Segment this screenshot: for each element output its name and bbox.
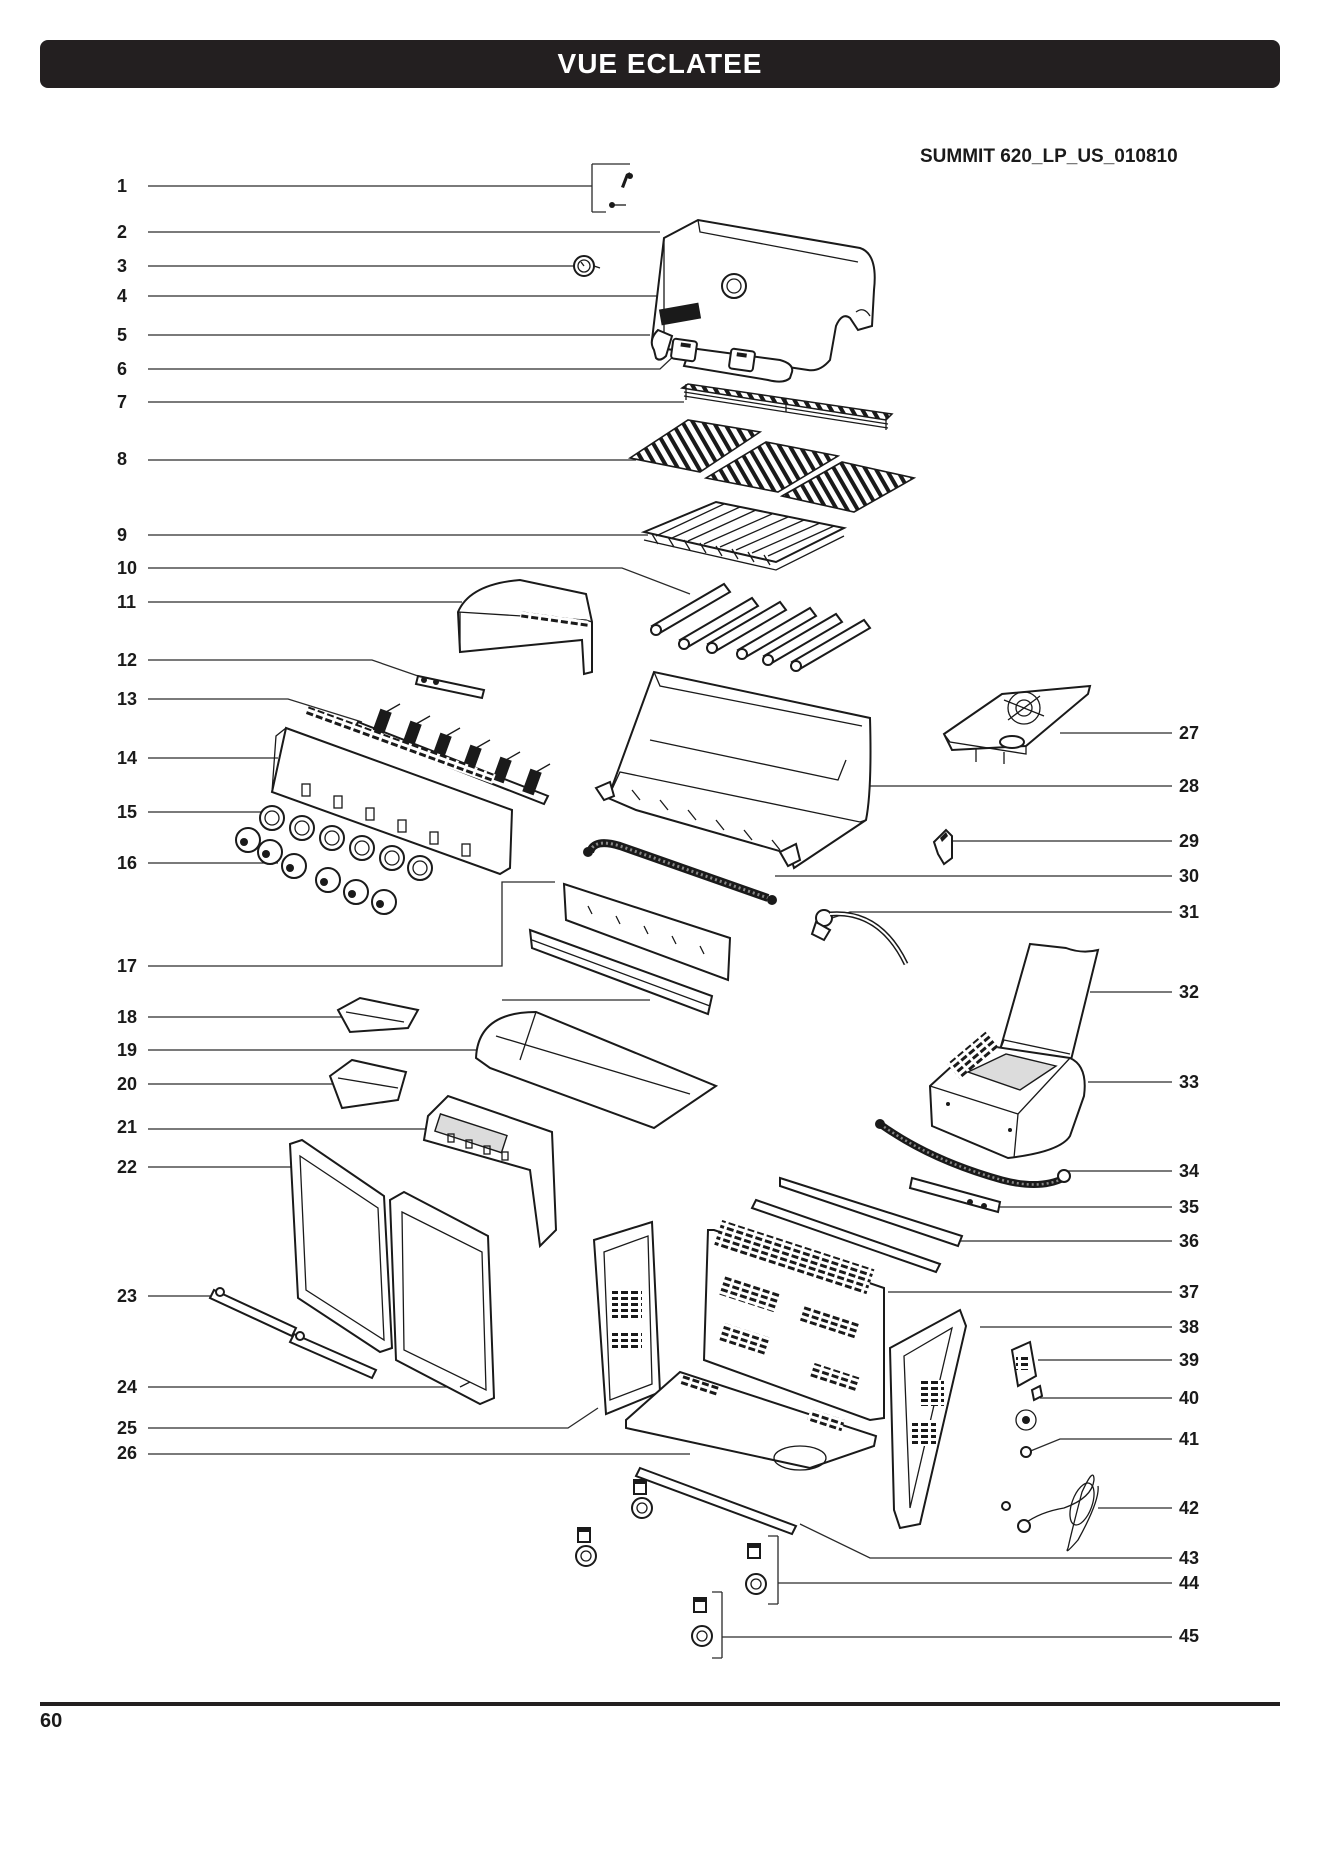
callout-11: 11 [117,592,136,612]
callout-20: 20 [117,1074,137,1094]
part-17-rails [530,884,730,1014]
part-29-ignitor [934,830,952,864]
part-45-caster [692,1598,712,1646]
page-number: 60 [40,1710,62,1733]
callout-6: 6 [117,359,127,379]
part-32-side-lid [1000,944,1098,1064]
right-callout-labels: 27 28 29 30 31 32 33 34 35 36 37 38 39 4… [1179,723,1199,1646]
callout-35: 35 [1179,1197,1199,1217]
part-7-warming-rack [682,384,892,430]
callout-9: 9 [117,525,127,545]
part-19-bottom-tray [476,1012,716,1128]
callout-24: 24 [117,1377,137,1397]
part-11-heat-shield [458,580,592,674]
part-25-left-frame [594,1222,660,1414]
part-41-button [1002,1447,1031,1510]
callout-4: 4 [117,286,127,306]
part-39-ignitor-box [1012,1342,1036,1386]
part-4-bezel [722,274,746,298]
callout-10: 10 [117,558,137,578]
callout-45: 45 [1179,1626,1199,1646]
part-43-front-rail [636,1468,796,1534]
callout-41: 41 [1179,1429,1199,1449]
callout-18: 18 [117,1007,137,1027]
callout-38: 38 [1179,1317,1199,1337]
part-9-flavorizer-bars [644,502,844,570]
callout-27: 27 [1179,723,1199,743]
callout-22: 22 [117,1157,137,1177]
callout-40: 40 [1179,1388,1199,1408]
callout-16: 16 [117,853,137,873]
callout-8: 8 [117,449,127,469]
callout-33: 33 [1179,1072,1199,1092]
callout-14: 14 [117,748,137,768]
callout-25: 25 [117,1418,137,1438]
part-38-right-frame [890,1310,966,1528]
callout-21: 21 [117,1117,137,1137]
part-30-hose [583,843,777,905]
part-12-bracket [416,676,484,698]
left-callout-labels: 1 2 3 4 5 6 7 8 9 10 11 12 13 14 15 16 1… [117,176,137,1463]
part-28-cookbox [596,672,871,868]
callout-39: 39 [1179,1350,1199,1370]
part-10-burner-tubes [651,584,870,671]
callout-17: 17 [117,956,137,976]
callout-19: 19 [117,1040,137,1060]
callout-5: 5 [117,325,127,345]
part-44-casters [576,1480,766,1594]
part-40-ignitor-wire [1016,1386,1042,1430]
exploded-view-diagram: 1 2 3 4 5 6 7 8 9 10 11 12 13 14 15 16 1… [0,0,1324,1700]
callout-1: 1 [117,176,127,196]
part-31-side-valve [812,910,906,964]
callout-3: 3 [117,256,127,276]
footer-rule [40,1702,1280,1706]
part-8-cooking-grates [630,420,914,512]
part-3-thermometer [574,256,600,276]
callout-2: 2 [117,222,127,242]
callout-15: 15 [117,802,137,822]
callout-42: 42 [1179,1498,1199,1518]
part-22-doors [290,1140,494,1404]
callout-34: 34 [1179,1161,1199,1181]
part-20-catch-pan [330,1060,406,1108]
callout-31: 31 [1179,902,1199,922]
callout-44: 44 [1179,1573,1199,1593]
callout-23: 23 [117,1286,137,1306]
part-42-wire [1018,1475,1099,1551]
callout-12: 12 [117,650,137,670]
callout-7: 7 [117,392,127,412]
callout-13: 13 [117,689,137,709]
callout-43: 43 [1179,1548,1199,1568]
callout-28: 28 [1179,776,1199,796]
callout-32: 32 [1179,982,1199,1002]
part-27-side-burner [944,686,1090,764]
part-1-screws [609,172,633,208]
callout-37: 37 [1179,1282,1199,1302]
callout-29: 29 [1179,831,1199,851]
callout-26: 26 [117,1443,137,1463]
callout-36: 36 [1179,1231,1199,1251]
part-18-drip-tray [338,998,418,1032]
part-35-bracket [910,1178,1000,1212]
callout-30: 30 [1179,866,1199,886]
